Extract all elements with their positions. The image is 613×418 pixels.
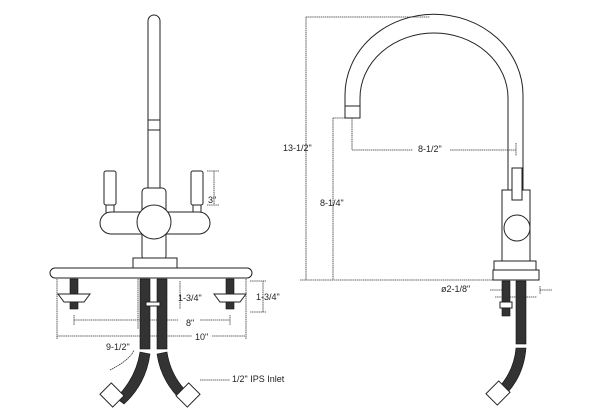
right-lever [190, 170, 204, 206]
center-nut [145, 301, 161, 307]
left-lever [103, 170, 117, 206]
front-view: 3" 1-3/4" 1-3/4" 8" 10" 9-1/2" 1/2" IPS … [49, 14, 285, 408]
left-inlet-fitting [99, 382, 125, 408]
side-inlet-fitting [485, 380, 511, 406]
dim-plate-width: 10" [195, 332, 208, 342]
dim-handle-spread: 8" [186, 318, 194, 328]
center-base [132, 257, 178, 269]
side-handle-hub [503, 214, 531, 242]
spout-tip [344, 105, 361, 119]
dim-handle-height: 3" [208, 195, 216, 205]
side-stud [501, 280, 511, 317]
dim-overall-height: 13-1/2" [283, 143, 312, 153]
dim-shank-side: 1-3/4" [256, 292, 280, 302]
dim-shank-center: 1-3/4" [178, 293, 202, 303]
right-nut [213, 293, 247, 303]
side-hose [515, 280, 527, 345]
side-view: 13-1/2" 8-1/2" 8-1/4" ø2-1/8" [283, 13, 552, 406]
side-hose-lower [499, 347, 527, 393]
right-inlet-fitting [175, 382, 201, 408]
hose-right [156, 278, 168, 350]
hose-left [139, 278, 151, 350]
hose-left-lower [115, 351, 151, 405]
dim-spout-height: 8-1/4" [320, 198, 344, 208]
dim-inlet: 1/2" IPS Inlet [232, 374, 285, 384]
center-bulb [136, 204, 172, 240]
dim-spout-reach: 8-1/2" [418, 144, 442, 154]
dim-hose-length: 9-1/2" [106, 342, 130, 352]
side-nut [499, 301, 513, 309]
gooseneck-spout [344, 13, 524, 193]
deck-plate [49, 267, 253, 279]
spout-tube [147, 14, 161, 194]
left-nut [57, 293, 91, 303]
spout-band [147, 119, 161, 131]
dim-base-diameter: ø2-1/8" [441, 284, 470, 294]
side-base [492, 269, 540, 281]
side-lever [511, 167, 523, 201]
